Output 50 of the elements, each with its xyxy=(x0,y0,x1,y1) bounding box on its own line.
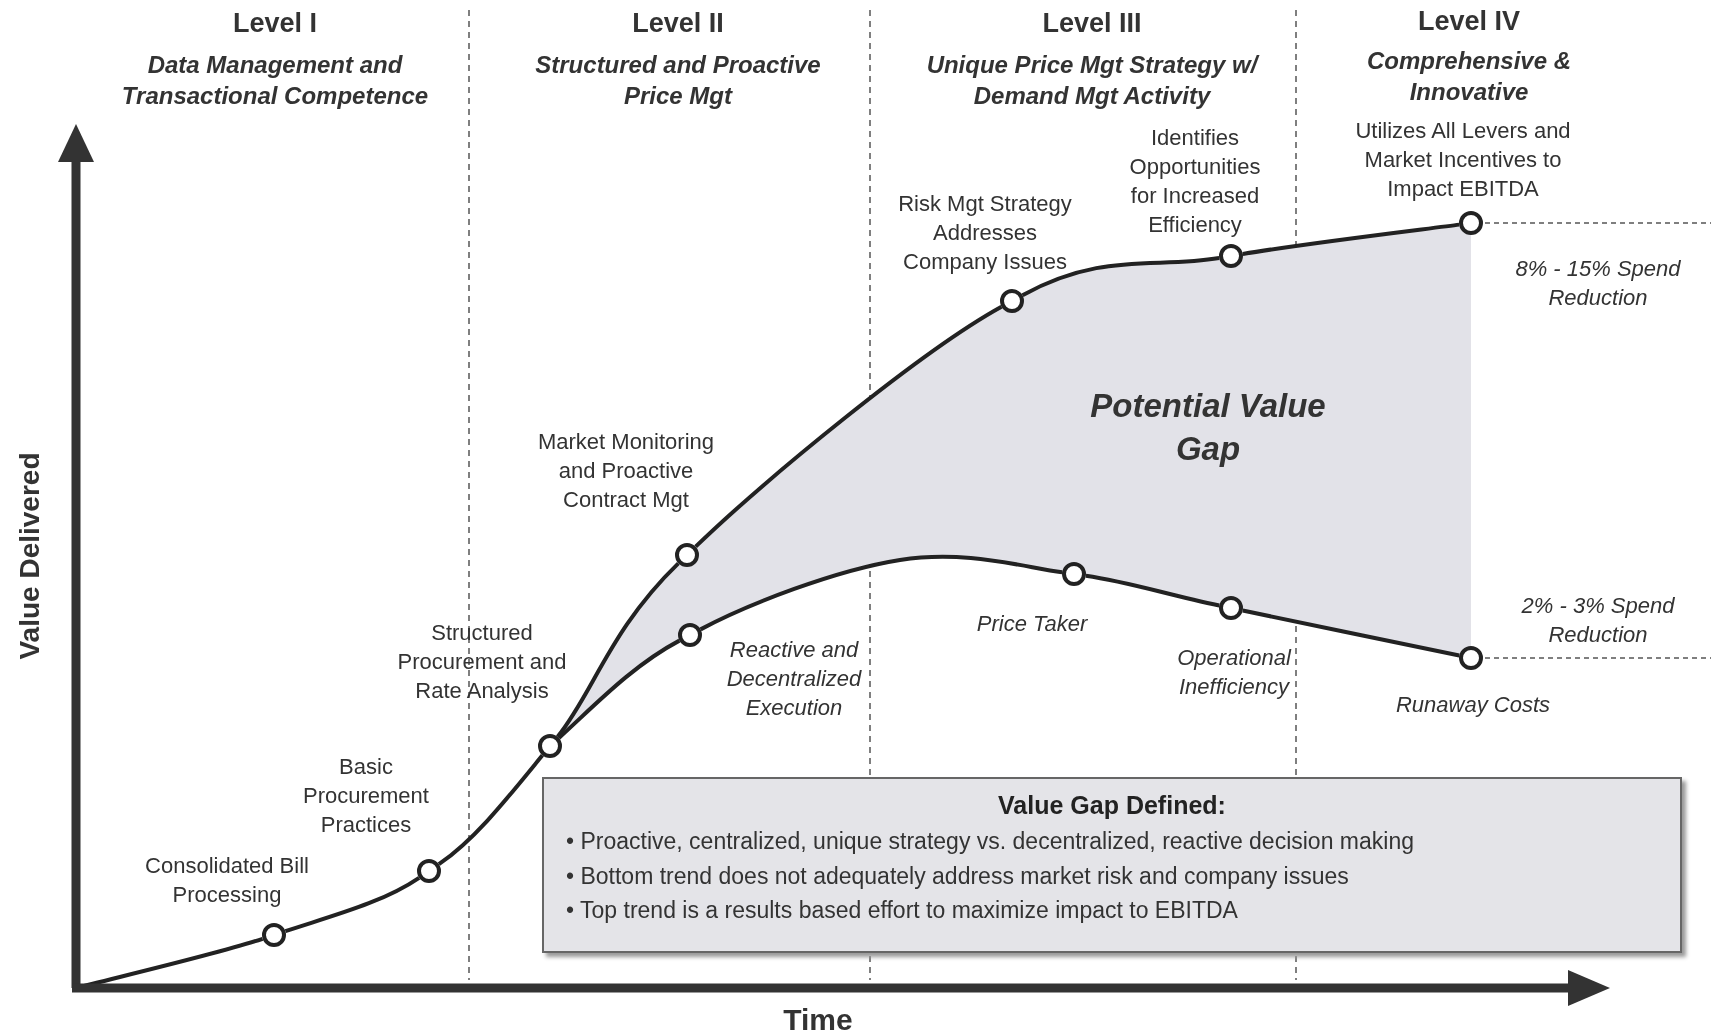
milestone-circle xyxy=(1459,211,1483,235)
axis-title: Value Delivered xyxy=(12,451,46,662)
point-label: Structured Procurement and Rate Analysis xyxy=(396,619,568,706)
milestone-circle xyxy=(1219,244,1243,268)
milestone-circle xyxy=(678,623,702,647)
milestone-circle xyxy=(675,543,699,567)
level-subtitle: Unique Price Mgt Strategy w/ Demand Mgt Activity xyxy=(925,49,1261,111)
trend-curve xyxy=(437,754,544,866)
trend-curve xyxy=(284,876,421,934)
point-label: Basic Procurement Practices xyxy=(302,753,430,840)
trend-curve xyxy=(557,638,681,740)
level-subtitle: Comprehensive & Innovative xyxy=(1365,45,1573,107)
trend-curve xyxy=(1085,573,1220,608)
point-label: Price Taker xyxy=(975,610,1089,639)
point-label: Runaway Costs xyxy=(1394,691,1552,720)
milestone-circle xyxy=(1459,646,1483,670)
point-label: Risk Mgt Strategy Addresses Company Issues xyxy=(897,190,1073,277)
box-heading: Value Gap Defined: xyxy=(997,791,1227,820)
point-label: Reactive and Decentralized Execution xyxy=(725,636,863,723)
info-box xyxy=(542,777,1682,953)
level-subtitle: Structured and Proactive Price Mgt xyxy=(534,49,822,111)
trend-curve xyxy=(1021,256,1220,297)
bullet-item: • Top trend is a results based effort to maximize impact to EBITDA xyxy=(566,896,1239,925)
point-label: Consolidated Bill Processing xyxy=(144,851,310,909)
level-heading: Level II xyxy=(631,7,725,41)
milestone-circle xyxy=(262,923,286,947)
level-heading: Level I xyxy=(231,7,318,41)
point-label: Operational Inefficiency xyxy=(1176,643,1293,701)
axis-title: Time xyxy=(782,1001,854,1036)
point-label: Identifies Opportunities for Increased Efficiency xyxy=(1128,123,1262,240)
trend-curve xyxy=(1242,608,1460,658)
result-label: 2% - 3% Spend Reduction xyxy=(1520,592,1676,649)
milestone-circle xyxy=(417,859,441,883)
area-label: Potential Value Gap xyxy=(1089,386,1327,469)
level-subtitle: Data Management and Transactional Competence xyxy=(120,49,430,111)
point-label: Market Monitoring and Proactive Contract Mgt xyxy=(536,428,716,515)
trend-curve xyxy=(1242,222,1460,256)
bullet-item: • Proactive, centralized, unique strategy vs. decentralized, reactive decision making xyxy=(566,827,1415,856)
level-heading: Level IV xyxy=(1416,5,1522,39)
trend-curve xyxy=(556,561,680,738)
trend-curve xyxy=(699,554,1063,632)
milestone-circle xyxy=(1062,562,1086,586)
bullet-item: • Bottom trend does not adequately address market risk and company issues xyxy=(566,861,1350,891)
milestone-circle xyxy=(1219,596,1243,620)
point-label: Utilizes All Levers and Market Incentives to Impact EBITDA xyxy=(1354,117,1572,204)
result-label: 8% - 15% Spend Reduction xyxy=(1514,255,1682,312)
milestone-circle xyxy=(538,734,562,758)
level-heading: Level III xyxy=(1041,7,1143,41)
milestone-circle xyxy=(1000,289,1024,313)
trend-curve xyxy=(694,305,1003,549)
